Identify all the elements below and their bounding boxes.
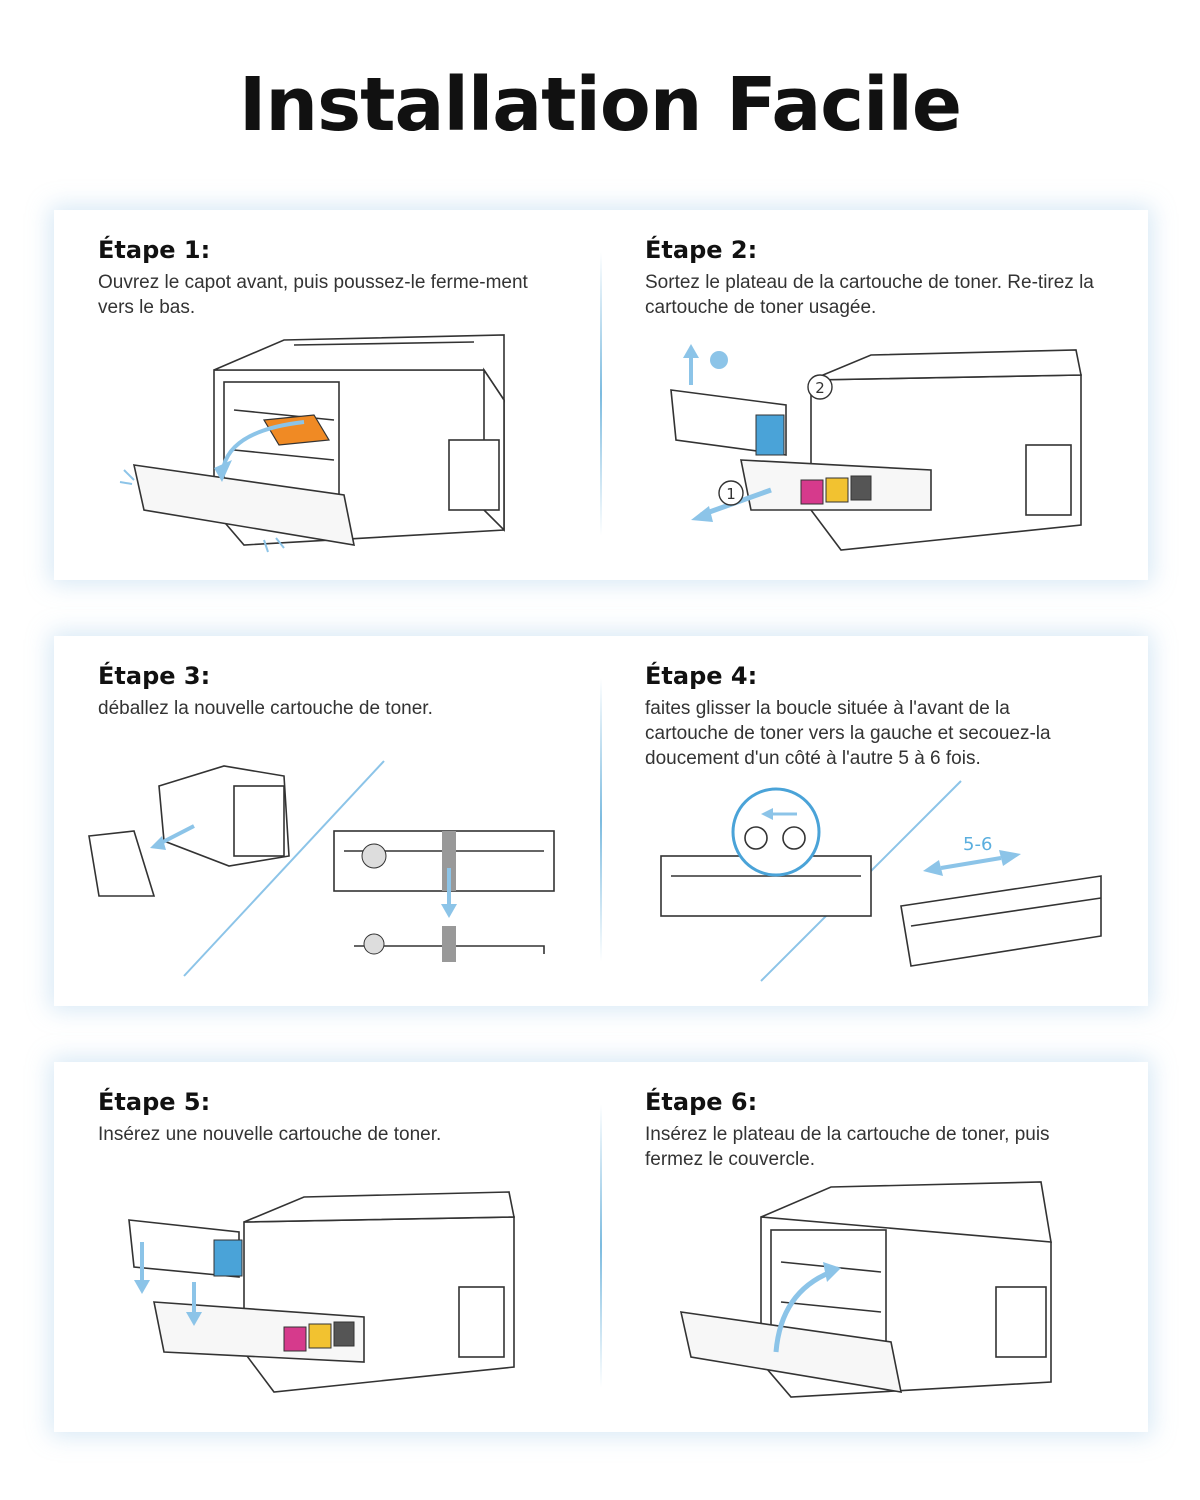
step-5: Étape 5: Insérez une nouvelle cartouche …: [54, 1062, 601, 1432]
step-3: Étape 3: déballez la nouvelle cartouche …: [54, 636, 601, 1006]
step-5-text: Insérez une nouvelle cartouche de toner.: [98, 1124, 442, 1145]
step-4-text: faites glisser la boucle située à l'avan…: [645, 698, 1051, 769]
step-5-illustration: [128, 1191, 515, 1393]
step-3-heading: Étape 3:: [98, 662, 211, 690]
step-3-text: déballez la nouvelle cartouche de toner.: [98, 698, 433, 719]
step-6-heading: Étape 6:: [645, 1088, 758, 1116]
step-4-illustration: 5-6: [660, 780, 1102, 982]
step-6-illustration: [679, 1181, 1052, 1398]
shake-count: 5-6: [963, 834, 992, 855]
card-divider: [600, 252, 602, 536]
step-4: Étape 4: faites glisser la boucle située…: [601, 636, 1148, 1006]
step-1: Étape 1: Ouvrez le capot avant, puis pou…: [54, 210, 601, 580]
step-2: Étape 2: Sortez le plateau de la cartouc…: [601, 210, 1148, 580]
steps-card-2: Étape 3: déballez la nouvelle cartouche …: [54, 636, 1148, 1006]
step-1-illustration: [119, 334, 505, 553]
steps-card-1: Étape 1: Ouvrez le capot avant, puis pou…: [54, 210, 1148, 580]
marker-1: 1: [726, 485, 736, 503]
page-title: Installation Facile: [238, 62, 962, 148]
step-1-heading: Étape 1:: [98, 236, 211, 264]
step-3-illustration: [88, 760, 555, 977]
card-divider: [600, 1104, 602, 1388]
steps-card-3: Étape 5: Insérez une nouvelle cartouche …: [54, 1062, 1148, 1432]
step-2-heading: Étape 2:: [645, 236, 758, 264]
step-6: Étape 6: Insérez le plateau de la cartou…: [601, 1062, 1148, 1432]
step-5-heading: Étape 5:: [98, 1088, 211, 1116]
step-2-text: Sortez le plateau de la cartouche de ton…: [645, 272, 1094, 318]
step-1-text: Ouvrez le capot avant, puis poussez-le f…: [98, 272, 528, 318]
marker-2: 2: [815, 379, 825, 397]
card-divider: [600, 678, 602, 962]
step-4-heading: Étape 4:: [645, 662, 758, 690]
step-6-text: Insérez le plateau de la cartouche de to…: [645, 1124, 1050, 1170]
step-2-illustration: 1 2: [670, 344, 1082, 551]
